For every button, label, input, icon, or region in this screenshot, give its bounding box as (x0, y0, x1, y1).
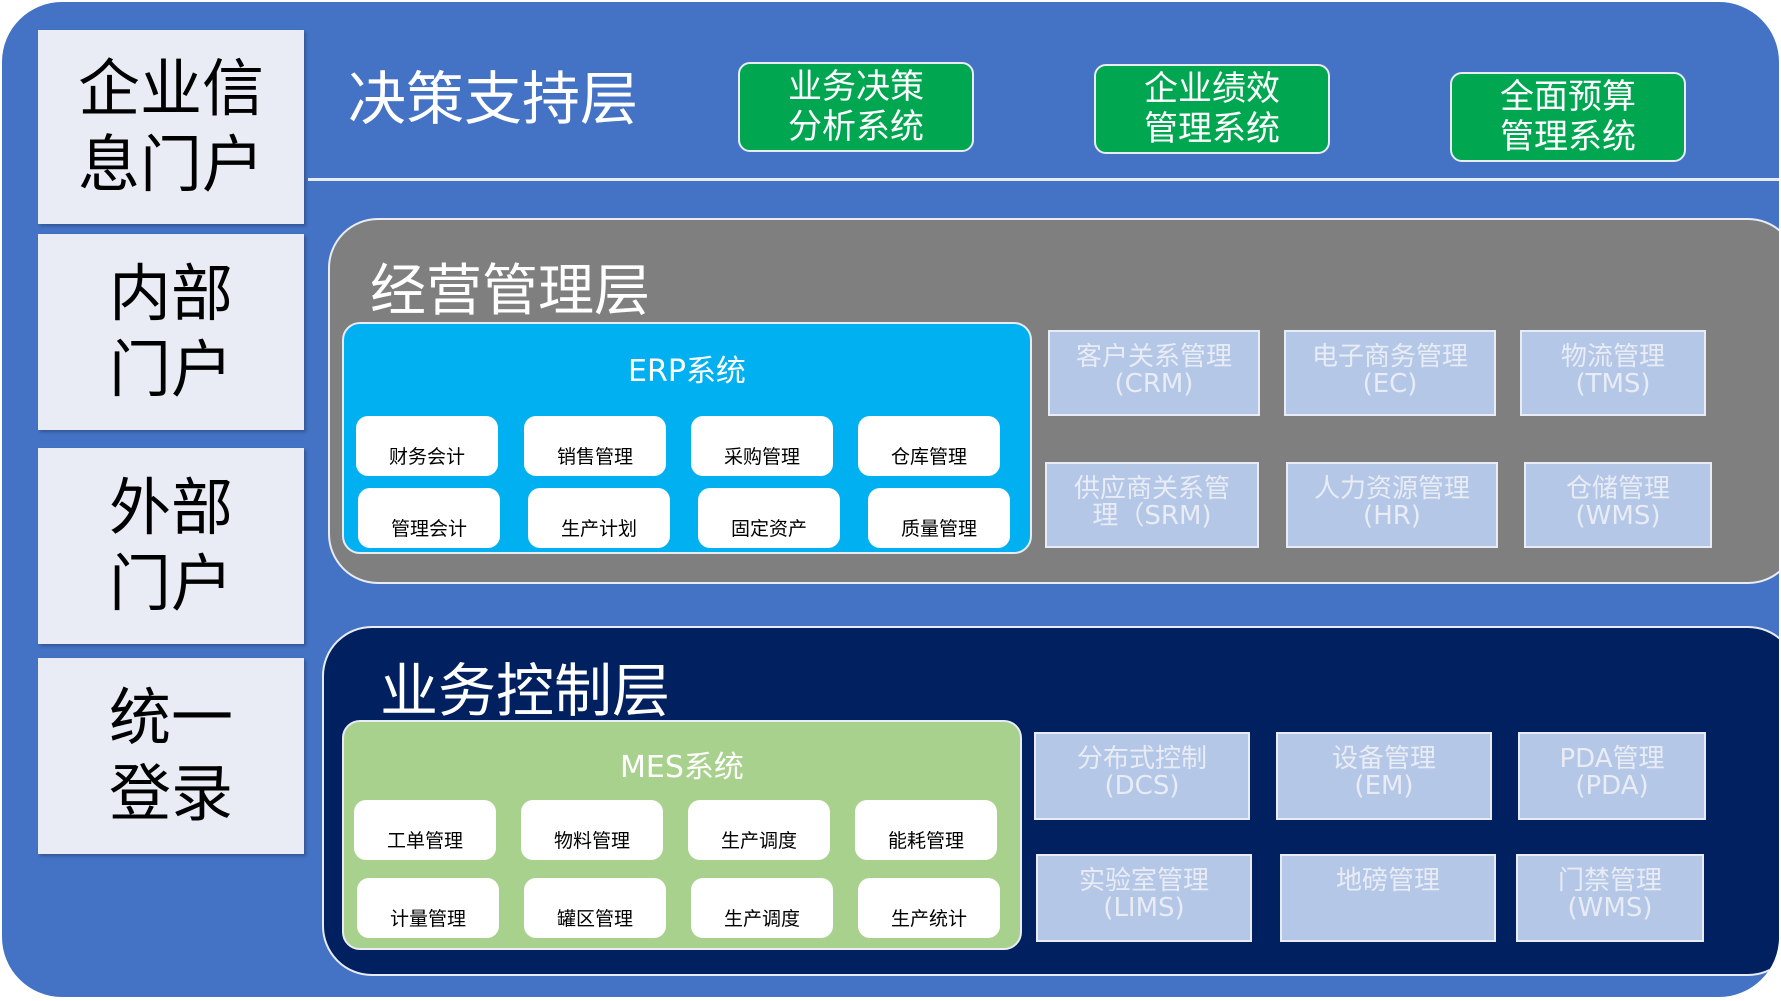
mes-module: 生产统计 (858, 878, 1000, 938)
erp-title: ERP系统 (628, 354, 746, 389)
decision-layer-title: 决策支持层 (348, 65, 639, 133)
erp-module: 管理会计 (358, 488, 500, 548)
decision-system-business-analysis: 业务决策 分析系统 (738, 62, 974, 152)
erp-module: 固定资产 (698, 488, 840, 548)
mes-module: 生产调度 (688, 800, 830, 860)
operation-system-srm: 供应商关系管 理（SRM) (1045, 462, 1259, 548)
mes-module: 罐区管理 (524, 878, 666, 938)
erp-module: 生产计划 (528, 488, 670, 548)
mes-title: MES系统 (620, 750, 744, 785)
mes-module: 计量管理 (357, 878, 499, 938)
operation-system-hr: 人力资源管理 (HR) (1286, 462, 1498, 548)
control-system-weighbridge: 地磅管理 (1280, 854, 1496, 942)
erp-panel: ERP系统 财务会计 销售管理 采购管理 仓库管理 管理会计 生产计划 固定资产… (342, 322, 1032, 554)
mes-module: 能耗管理 (855, 800, 997, 860)
mes-module: 生产调度 (691, 878, 833, 938)
operation-system-ec: 电子商务管理 (EC) (1284, 330, 1496, 416)
control-layer-panel: 业务控制层 MES系统 工单管理 物料管理 生产调度 能耗管理 计量管理 罐区管… (322, 626, 1779, 976)
mes-module: 工单管理 (354, 800, 496, 860)
operation-system-tms: 物流管理 (TMS) (1520, 330, 1706, 416)
portal-internal: 内部 门户 (38, 234, 304, 430)
decision-layer-divider (308, 178, 1779, 181)
decision-system-performance: 企业绩效 管理系统 (1094, 64, 1330, 154)
erp-module: 销售管理 (524, 416, 666, 476)
operation-system-wms: 仓储管理 (WMS) (1524, 462, 1712, 548)
control-system-pda: PDA管理 (PDA) (1518, 732, 1706, 820)
mes-module: 物料管理 (521, 800, 663, 860)
control-layer-title: 业务控制层 (380, 657, 671, 725)
erp-module: 财务会计 (356, 416, 498, 476)
erp-module: 仓库管理 (858, 416, 1000, 476)
mes-panel: MES系统 工单管理 物料管理 生产调度 能耗管理 计量管理 罐区管理 生产调度… (342, 720, 1022, 950)
control-system-access: 门禁管理 (WMS) (1516, 854, 1704, 942)
operation-layer-title: 经营管理层 (370, 259, 650, 324)
decision-system-budget: 全面预算 管理系统 (1450, 72, 1686, 162)
portal-external: 外部 门户 (38, 448, 304, 644)
portal-enterprise-info: 企业信 息门户 (38, 30, 304, 224)
erp-module: 采购管理 (691, 416, 833, 476)
portal-unified-login: 统一 登录 (38, 658, 304, 854)
operation-system-crm: 客户关系管理 (CRM) (1048, 330, 1260, 416)
control-system-dcs: 分布式控制 (DCS) (1034, 732, 1250, 820)
control-system-lims: 实验室管理 (LIMS) (1036, 854, 1252, 942)
erp-module: 质量管理 (868, 488, 1010, 548)
control-system-em: 设备管理 (EM) (1276, 732, 1492, 820)
operation-layer-panel: 经营管理层 ERP系统 财务会计 销售管理 采购管理 仓库管理 管理会计 生产计… (328, 218, 1779, 584)
